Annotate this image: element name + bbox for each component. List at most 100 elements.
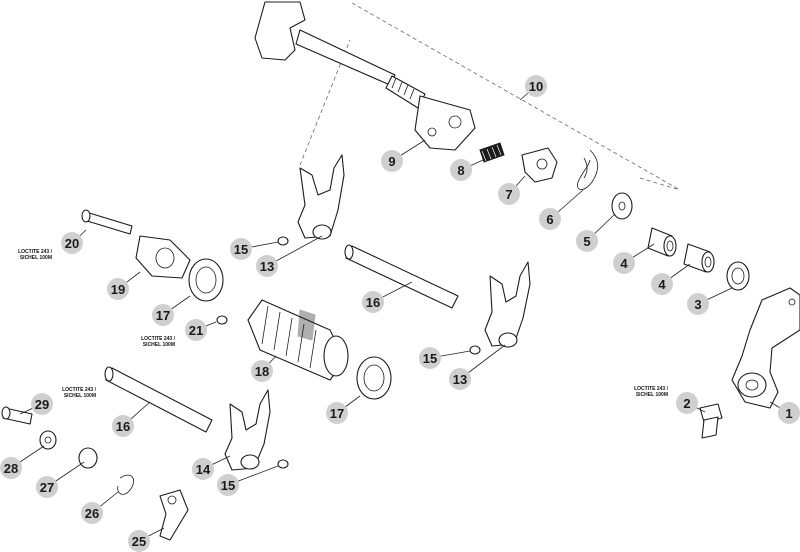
callout-number: 16 [366,295,380,310]
note-line1: LOCTITE 243 / [62,387,97,393]
callout-circle [676,392,698,414]
callout-21: 21 [185,319,207,341]
callout-circle [107,278,129,300]
callout-circle [217,474,239,496]
bearing-lower [356,356,392,400]
callout-circle [381,150,403,172]
callout-6: 6 [539,208,561,230]
shift-pawl-part [521,147,558,183]
callout-number: 15 [423,351,437,366]
callout-bubbles: 1234456789101313141515151616171718192021… [0,75,800,552]
callout-4: 4 [613,252,635,274]
callout-number: 27 [40,480,54,495]
callout-number: 1 [785,406,792,421]
callout-number: 26 [85,506,99,521]
callout-circle [230,238,252,260]
note-line1: LOCTITE 243 / [141,336,176,342]
callout-number: 7 [505,187,512,202]
callout-circle [449,368,471,390]
callout-15: 15 [217,474,239,496]
note-loctite-21: LOCTITE 243 / SICHEL 100M [141,336,176,348]
callout-26: 26 [81,502,103,524]
callout-28: 28 [0,457,22,479]
callout-9: 9 [381,150,403,172]
callout-circle [185,319,207,341]
callout-27: 27 [36,476,58,498]
spring-clip [117,474,134,495]
callout-circle [778,402,800,424]
bushing-small [78,447,98,469]
callout-number: 19 [111,282,125,297]
callout-circle [362,291,384,313]
shift-pawl-lever [159,489,189,541]
washer [611,192,633,220]
fork-shaft-upper [344,244,459,309]
callout-8: 8 [450,159,472,181]
callout-10: 10 [525,75,547,97]
callout-29: 29 [31,393,53,415]
shift-fork-upper [297,154,345,240]
callout-circle [651,273,673,295]
callout-circle [539,208,561,230]
note-loctite-29: LOCTITE 243 / SICHEL 100M [62,387,97,399]
callout-number: 28 [4,461,18,476]
callout-circle [61,232,83,254]
note-line2: SICHEL 100M [20,255,52,261]
callout-16: 16 [112,415,134,437]
callout-circle [687,293,709,315]
bearing-upper [188,258,224,302]
callout-circle [576,230,598,252]
callout-circle [450,159,472,181]
shift-shaft [254,1,476,151]
callout-4: 4 [651,273,673,295]
callout-number: 15 [234,242,248,257]
callout-number: 13 [453,372,467,387]
callout-number: 25 [132,534,146,549]
callout-circle [36,476,58,498]
clip-part [577,149,599,190]
callout-number: 15 [221,478,235,493]
fork-shaft-lower [104,366,213,433]
callout-5: 5 [576,230,598,252]
callout-number: 20 [65,236,79,251]
spring [479,142,505,163]
bolt-part [1,406,33,425]
callout-circle [152,304,174,326]
seal-ring [726,261,750,291]
callout-circle [128,530,150,552]
callout-1: 1 [778,402,800,424]
callout-14: 14 [192,458,214,480]
callout-15: 15 [419,347,441,369]
callout-number: 29 [35,397,49,412]
drum-locating-part [135,235,191,279]
callout-circle [256,255,278,277]
callout-circle [419,347,441,369]
note-line2: SICHEL 100M [636,392,668,398]
callout-circle [192,458,214,480]
callout-circle [31,393,53,415]
callout-number: 5 [583,234,590,249]
callout-circle [81,502,103,524]
callout-16: 16 [362,291,384,313]
callout-13: 13 [256,255,278,277]
shift-fork-right [484,261,531,348]
callout-circle [613,252,635,274]
callout-2: 2 [676,392,698,414]
bushing-lower [683,243,715,273]
shift-drum [247,299,349,381]
note-loctite-2: LOCTITE 243 / SICHEL 100M [634,386,669,398]
callout-number: 16 [116,419,130,434]
callout-number: 10 [529,79,543,94]
shift-lever [731,287,800,409]
note-line1: LOCTITE 243 / [634,386,669,392]
callout-15: 15 [230,238,252,260]
pin-part [277,236,289,246]
callout-circle [498,183,520,205]
callout-circle [0,457,22,479]
bushing-upper [647,227,677,257]
callout-number: 6 [546,212,553,227]
callout-number: 2 [683,396,690,411]
callout-number: 4 [658,277,666,292]
callout-number: 13 [260,259,274,274]
